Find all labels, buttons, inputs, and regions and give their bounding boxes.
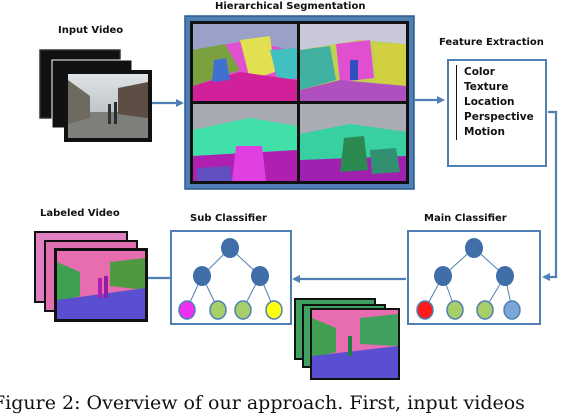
- labeled-video-label: Labeled Video: [40, 208, 120, 219]
- tree-leaf: [446, 300, 464, 320]
- labeled-video-stack: [34, 231, 148, 322]
- feature-list: Color Texture Location Perspective Motio…: [456, 65, 534, 140]
- tree-node: [221, 238, 239, 258]
- figure-caption: Figure 2: Overview of our approach. Firs…: [0, 392, 525, 414]
- feature-item: Perspective: [464, 111, 534, 123]
- feature-item: Color: [464, 66, 495, 78]
- sub-classifier-box: [170, 230, 292, 325]
- segmentation-tile: [193, 104, 297, 181]
- intermediate-frame-stack: [294, 298, 400, 380]
- tree-leaf: [178, 300, 196, 320]
- sub-classifier-label: Sub Classifier: [190, 213, 267, 224]
- tree-leaf: [209, 300, 227, 320]
- segmentation-tile: [300, 104, 406, 181]
- segmentation-tile: [193, 24, 297, 101]
- segmentation-tile: [300, 24, 406, 101]
- tree-leaf: [416, 300, 434, 320]
- main-classifier-label: Main Classifier: [424, 213, 507, 224]
- input-video-label: Input Video: [58, 25, 124, 36]
- feature-item: Texture: [464, 81, 509, 93]
- hierarchical-segmentation-label: Hierarchical Segmentation: [215, 1, 366, 12]
- arrow-features-to-main-classifier: [542, 110, 558, 281]
- feature-extraction-label: Feature Extraction: [439, 37, 544, 48]
- tree-node: [434, 266, 452, 286]
- main-classifier-box: [407, 230, 541, 325]
- tree-node: [193, 266, 211, 286]
- feature-extraction-box: Color Texture Location Perspective Motio…: [447, 59, 547, 167]
- tree-node: [496, 266, 514, 286]
- feature-item: Location: [464, 96, 515, 108]
- input-video-stack: [39, 49, 152, 142]
- tree-node: [465, 238, 483, 258]
- tree-leaf: [476, 300, 494, 320]
- tree-leaf: [503, 300, 521, 320]
- tree-leaf: [265, 300, 283, 320]
- feature-item: Motion: [464, 126, 505, 138]
- tree-leaf: [234, 300, 252, 320]
- segmentation-grid: [184, 15, 415, 190]
- tree-node: [251, 266, 269, 286]
